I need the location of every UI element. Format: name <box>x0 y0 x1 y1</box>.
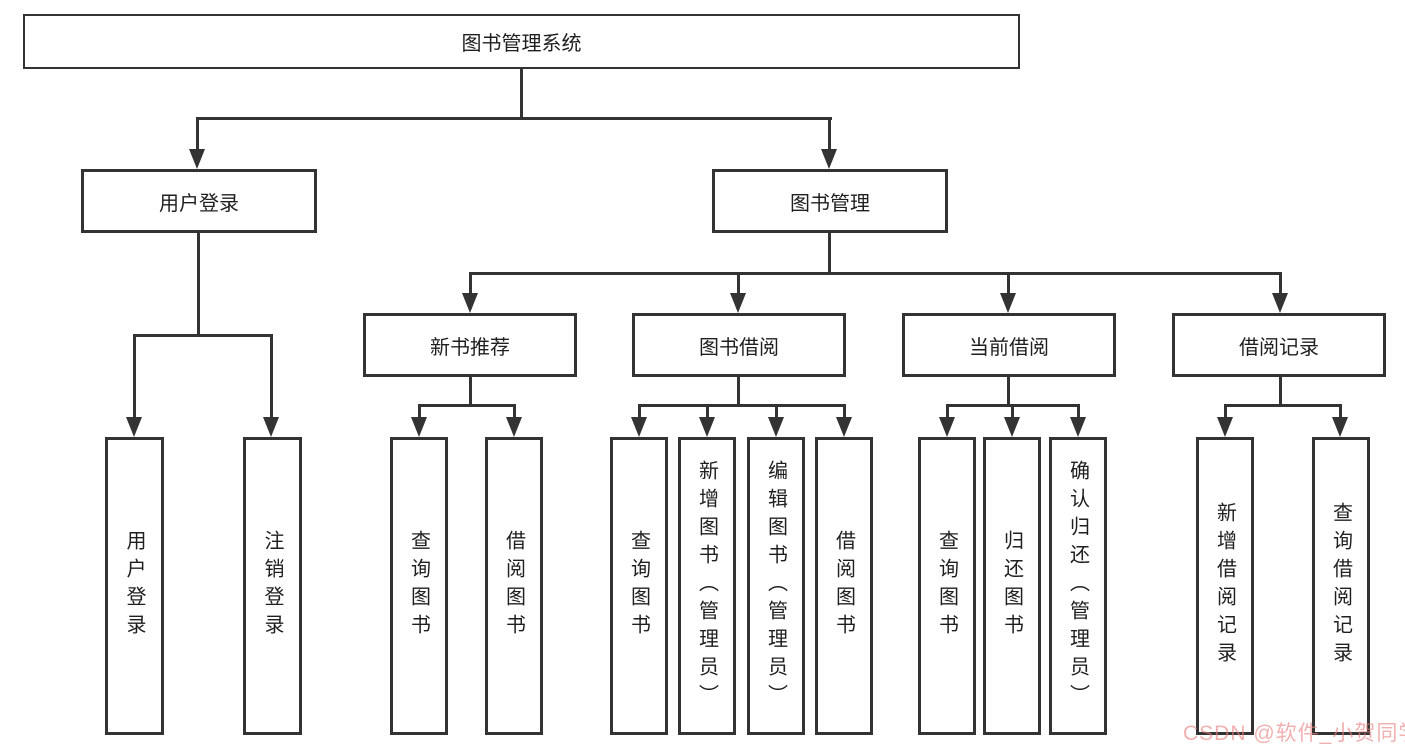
arrow-down-icon <box>836 417 852 437</box>
connector-line <box>270 334 273 419</box>
connector-line <box>1224 404 1227 418</box>
leaf-label: 查询图书 <box>935 530 958 642</box>
arrow-down-icon <box>631 417 647 437</box>
leaf-add-books-admin: 新增图书（管理员） <box>678 437 736 735</box>
connector-line <box>1007 377 1010 406</box>
node-book-management: 图书管理 <box>712 169 948 233</box>
leaf-query-borrow-record: 查询借阅记录 <box>1312 437 1370 735</box>
connector-line <box>946 404 949 418</box>
connector-line <box>133 334 136 419</box>
node-new-book-recommend: 新书推荐 <box>363 313 577 377</box>
arrow-down-icon <box>1000 293 1016 313</box>
arrow-down-icon <box>411 417 427 437</box>
connector-line <box>828 117 831 151</box>
leaf-query-books-recommend: 查询图书 <box>390 437 448 735</box>
node-current-borrow: 当前借阅 <box>902 313 1116 377</box>
connector-line <box>775 404 778 418</box>
arrow-down-icon <box>1070 417 1086 437</box>
connector-line <box>638 404 846 407</box>
connector-line <box>1339 404 1342 418</box>
connector-line <box>520 68 523 119</box>
node-borrow-records-label: 借阅记录 <box>1239 336 1319 359</box>
node-user-login-label: 用户登录 <box>159 192 239 215</box>
connector-line <box>1224 404 1342 407</box>
leaf-label: 借阅图书 <box>502 530 525 642</box>
arrow-down-icon <box>768 417 784 437</box>
connector-line <box>197 233 200 336</box>
arrow-down-icon <box>1004 417 1020 437</box>
connector-line <box>196 117 832 120</box>
leaf-add-borrow-record: 新增借阅记录 <box>1196 437 1254 735</box>
connector-line <box>418 404 421 418</box>
arrow-down-icon <box>189 149 205 169</box>
arrow-down-icon <box>1272 293 1288 313</box>
arrow-down-icon <box>462 293 478 313</box>
connector-line <box>1279 377 1282 406</box>
connector-line <box>828 233 831 274</box>
arrow-down-icon <box>1217 417 1233 437</box>
arrow-down-icon <box>1332 417 1348 437</box>
connector-line <box>513 404 516 418</box>
connector-line <box>1007 272 1010 294</box>
connector-line <box>638 404 641 418</box>
connector-line <box>418 404 516 407</box>
leaf-label: 新增图书（管理员） <box>695 460 718 712</box>
arrow-down-icon <box>699 417 715 437</box>
node-root: 图书管理系统 <box>23 14 1020 69</box>
connector-line <box>737 377 740 406</box>
node-book-management-label: 图书管理 <box>790 192 870 215</box>
node-current-borrow-label: 当前借阅 <box>969 336 1049 359</box>
leaf-edit-books-admin: 编辑图书（管理员） <box>747 437 805 735</box>
leaf-label: 查询图书 <box>407 530 430 642</box>
connector-line <box>469 272 472 294</box>
leaf-label: 查询图书 <box>627 530 650 642</box>
leaf-user-login: 用户登录 <box>105 437 164 735</box>
leaf-logout-label: 注销登录 <box>261 530 283 642</box>
leaf-confirm-return-admin: 确认归还（管理员） <box>1049 437 1107 735</box>
connector-line <box>1077 404 1080 418</box>
connector-line <box>1279 272 1282 294</box>
leaf-label: 借阅图书 <box>832 530 855 642</box>
connector-line <box>706 404 709 418</box>
arrow-down-icon <box>126 417 142 437</box>
leaf-label: 确认归还（管理员） <box>1066 460 1089 712</box>
arrow-down-icon <box>263 417 279 437</box>
connector-line <box>843 404 846 418</box>
node-root-label: 图书管理系统 <box>461 33 582 55</box>
leaf-label: 归还图书 <box>1000 530 1023 642</box>
arrow-down-icon <box>939 417 955 437</box>
csdn-watermark: CSDN @软件_小贺同学 <box>1183 722 1405 745</box>
leaf-query-books-borrow: 查询图书 <box>610 437 668 735</box>
node-borrow-records: 借阅记录 <box>1172 313 1386 377</box>
arrow-down-icon <box>506 417 522 437</box>
leaf-label: 新增借阅记录 <box>1213 502 1236 670</box>
connector-line <box>133 334 273 337</box>
node-new-book-recommend-label: 新书推荐 <box>430 336 510 359</box>
node-book-borrow: 图书借阅 <box>632 313 846 377</box>
leaf-borrow-books: 借阅图书 <box>815 437 873 735</box>
leaf-query-books-current: 查询图书 <box>918 437 976 735</box>
node-user-login: 用户登录 <box>81 169 317 233</box>
connector-line <box>1011 404 1014 418</box>
leaf-label: 编辑图书（管理员） <box>764 460 787 712</box>
arrow-down-icon <box>730 293 746 313</box>
node-book-borrow-label: 图书借阅 <box>699 336 779 359</box>
connector-line <box>196 117 199 151</box>
leaf-label: 查询借阅记录 <box>1329 502 1352 670</box>
leaf-logout: 注销登录 <box>243 437 302 735</box>
leaf-return-books: 归还图书 <box>983 437 1041 735</box>
leaf-borrow-books-recommend: 借阅图书 <box>485 437 543 735</box>
leaf-user-login-label: 用户登录 <box>123 530 145 642</box>
connector-line <box>469 272 1282 275</box>
connector-line <box>737 272 740 294</box>
connector-line <box>469 377 472 406</box>
arrow-down-icon <box>821 149 837 169</box>
